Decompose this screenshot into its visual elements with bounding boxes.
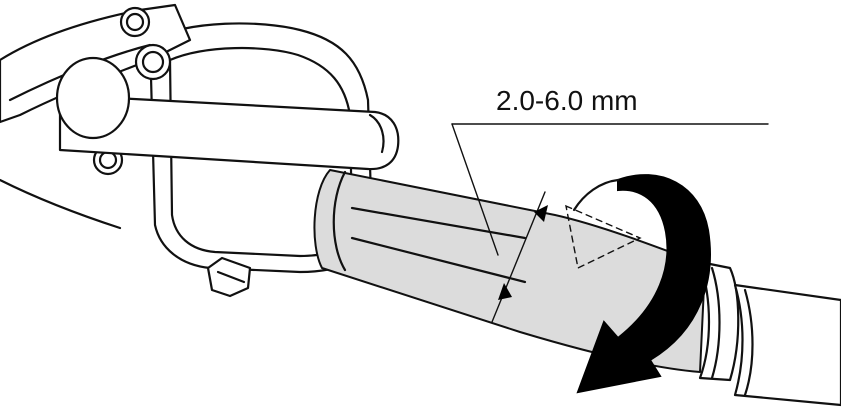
rotation-reference-triangle xyxy=(565,204,642,270)
switch-housing xyxy=(0,3,374,298)
free-play-label: 2.0-6.0 mm xyxy=(496,85,638,116)
dimension-arrow-icon xyxy=(451,123,769,323)
throttle-grip xyxy=(313,169,841,407)
brake-lever xyxy=(55,56,400,171)
rotation-arrow-icon xyxy=(572,174,711,394)
